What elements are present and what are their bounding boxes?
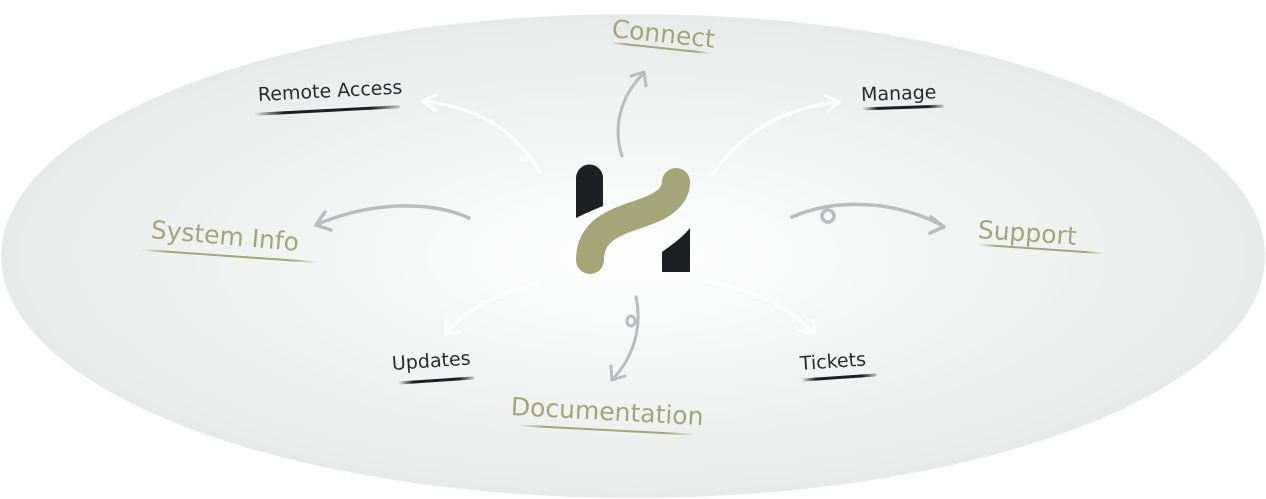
h-logo-icon <box>576 164 690 274</box>
arrow-to-updates <box>444 281 542 336</box>
node-tickets-label: Tickets <box>799 348 867 375</box>
node-tickets: Tickets <box>799 348 867 375</box>
node-manage: Manage <box>860 81 937 106</box>
arrow-to-remote-access <box>421 93 542 174</box>
node-updates-label: Updates <box>391 347 472 375</box>
arrow-to-documentation <box>609 295 640 382</box>
arrow-to-manage <box>710 94 841 177</box>
node-manage-label: Manage <box>860 81 937 106</box>
node-updates: Updates <box>391 347 472 375</box>
background-ellipse <box>1 14 1265 498</box>
arrow-to-tickets <box>703 279 816 336</box>
arrow-to-support <box>790 202 946 235</box>
arrow-to-system-info <box>314 204 471 232</box>
arrow-to-connect <box>616 70 648 158</box>
